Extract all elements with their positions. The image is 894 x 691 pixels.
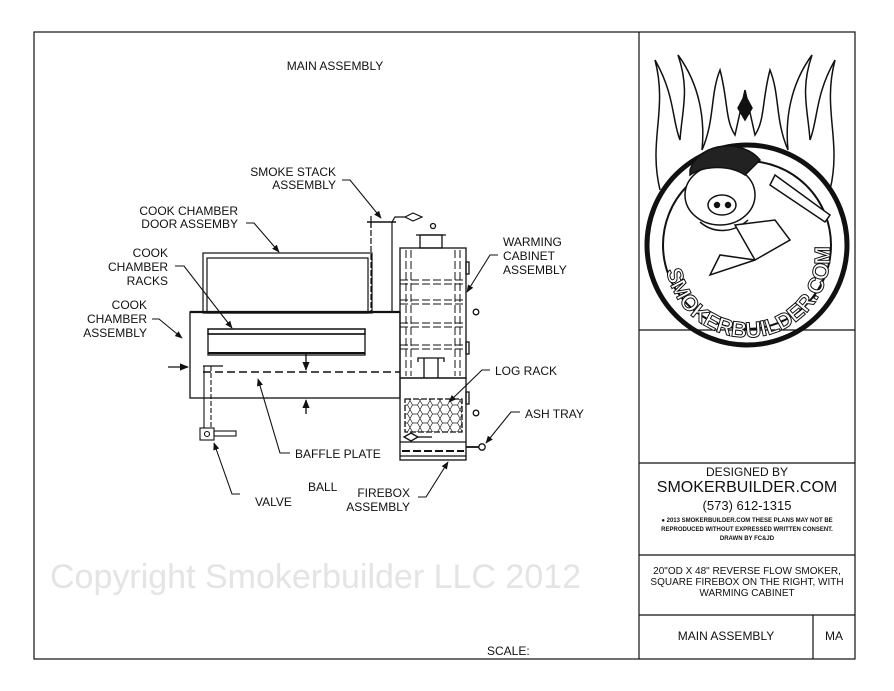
log-rack xyxy=(404,398,463,433)
description-line: SQUARE FIREBOX ON THE RIGHT, WITH xyxy=(650,577,844,588)
smoke-stack xyxy=(367,212,424,312)
description-line: WARMING CABINET xyxy=(699,588,795,599)
label-racks-3: RACKS xyxy=(127,274,168,288)
copyright-line-1: ● 2013 SMOKERBUILDER.COM THESE PLANS MAY… xyxy=(661,518,833,524)
scale-label: SCALE: xyxy=(487,644,530,658)
sheet-border xyxy=(33,31,856,660)
ash-tray-handle xyxy=(478,443,486,451)
label-warming-2: CABINET xyxy=(503,249,556,263)
title-block-grid xyxy=(638,32,855,659)
label-ball: BALL xyxy=(308,480,338,494)
label-racks-1: COOK xyxy=(133,246,168,260)
label-chamber-3: ASSEMBLY xyxy=(83,326,147,340)
leader-lines xyxy=(152,179,520,498)
sheet-name: MAIN ASSEMBLY xyxy=(677,629,775,643)
company-name: SMOKERBUILDER.COM xyxy=(656,479,838,496)
drawing-title: MAIN ASSEMBLY xyxy=(287,59,383,73)
label-warming-3: ASSEMBLY xyxy=(503,263,567,277)
label-racks-2: CHAMBER xyxy=(108,260,168,274)
label-door-2: DOOR ASSEMBY xyxy=(141,217,238,231)
smokerbuilder-logo: SMOKERBUILDER.COM xyxy=(644,54,850,348)
warming-cabinet xyxy=(399,222,480,379)
cook-chamber-door xyxy=(202,252,373,314)
label-firebox-2: ASSEMBLY xyxy=(346,500,410,514)
firebox xyxy=(399,377,486,461)
label-baffle-plate: BAFFLE PLATE xyxy=(295,447,381,461)
description-line: 20"OD X 48" REVERSE FLOW SMOKER, xyxy=(653,566,841,577)
label-ash-tray: ASH TRAY xyxy=(525,407,584,421)
label-valve: VALVE xyxy=(255,495,292,509)
designer-block: DESIGNED BY SMOKERBUILDER.COM (573) 612-… xyxy=(639,465,855,544)
label-firebox-1: FIREBOX xyxy=(357,486,410,500)
label-chamber-2: CHAMBER xyxy=(87,312,147,326)
callout-labels: SMOKE STACK ASSEMBLY COOK CHAMBER DOOR A… xyxy=(83,165,584,658)
drawn-by: DRAWN BY FC&JD xyxy=(719,536,775,542)
label-log-rack: LOG RACK xyxy=(495,364,557,378)
phone-number: (573) 612-1315 xyxy=(702,498,792,513)
drawing-description: 20"OD X 48" REVERSE FLOW SMOKER, SQUARE … xyxy=(639,566,855,599)
label-chamber-1: COOK xyxy=(112,298,147,312)
label-smoke-stack-2: ASSEMBLY xyxy=(272,178,336,192)
copyright-line-2: REPRODUCED WITHOUT EXPRESSED WRITTEN CON… xyxy=(661,527,833,533)
label-door-1: COOK CHAMBER xyxy=(139,204,238,218)
designed-by: DESIGNED BY xyxy=(705,465,789,479)
cook-chamber xyxy=(168,310,401,414)
label-smoke-stack-1: SMOKE STACK xyxy=(250,165,336,179)
watermark: Copyright Smokerbuilder LLC 2012 xyxy=(50,558,581,596)
ball-valve xyxy=(199,366,237,441)
sheet-code: MA xyxy=(825,629,843,643)
label-warming-1: WARMING xyxy=(503,235,562,249)
